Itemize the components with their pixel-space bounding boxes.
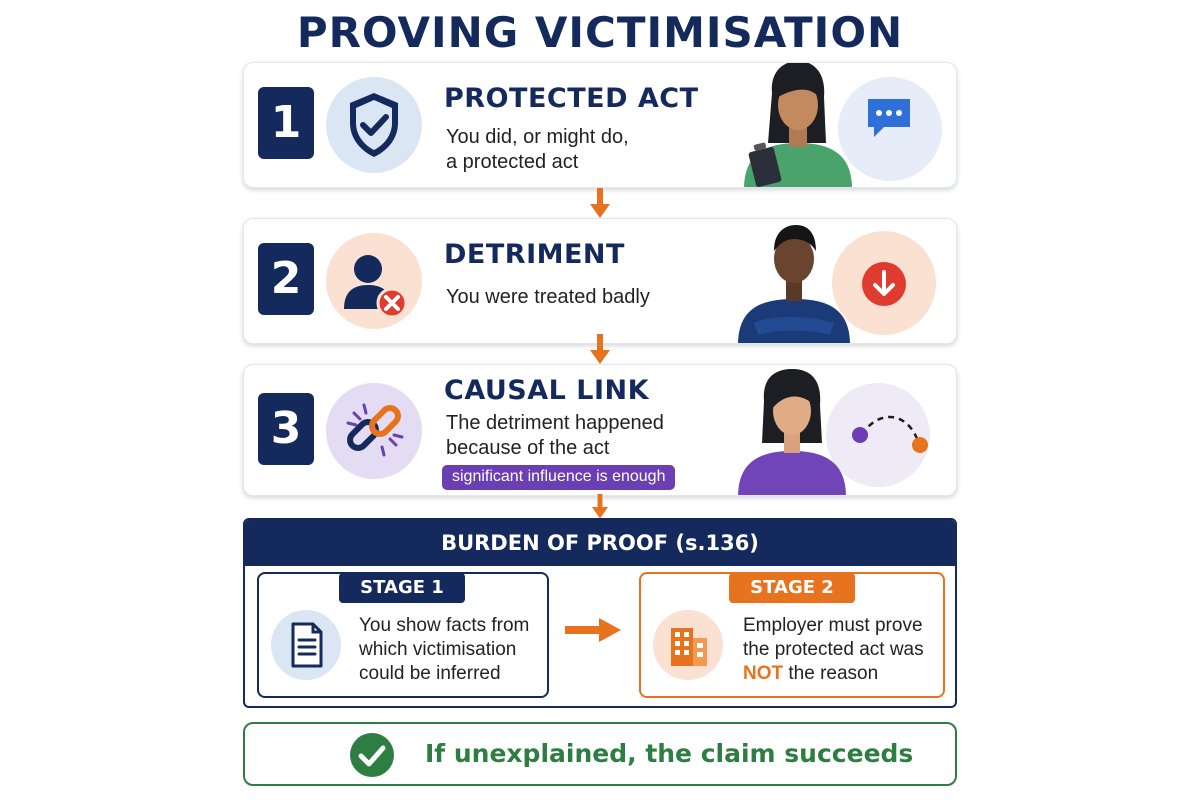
- step-causal-link: 3 CAUSAL LINK The detriment happened bec…: [243, 364, 957, 496]
- step-description: The detriment happened because of the ac…: [446, 412, 664, 459]
- page-title: PROVING VICTIMISATION: [296, 8, 904, 57]
- curve-dots-icon: [852, 415, 928, 453]
- not-emphasis: NOT: [743, 663, 784, 684]
- stage-1-label: STAGE 1: [339, 573, 465, 603]
- shield-check-icon: [326, 77, 422, 173]
- down-arrow-connector: [590, 334, 610, 364]
- burden-of-proof-panel: BURDEN OF PROOF (s.136) STAGE 1 You show…: [243, 518, 957, 708]
- stage-1-text: You show facts from which victimisation …: [359, 615, 530, 684]
- stage-2-text: Employer must prove the protected act wa…: [743, 615, 924, 684]
- step-protected-act: 1 PROTECTED ACT You did, or might do, a …: [243, 62, 957, 188]
- step-detriment: 2 DETRIMENT You were treated badly: [243, 218, 957, 344]
- man-arms-crossed-illustration: [738, 225, 850, 343]
- down-arrow-icon: [862, 262, 906, 306]
- person-x-icon: [326, 233, 422, 329]
- woman-illustration: [738, 369, 846, 495]
- outcome-text: If unexplained, the claim succeeds: [425, 739, 914, 768]
- step-description: You were treated badly: [446, 286, 650, 308]
- stage-2-label: STAGE 2: [729, 573, 855, 603]
- burden-heading: BURDEN OF PROOF (s.136): [245, 520, 955, 566]
- check-circle-icon: [350, 733, 394, 777]
- down-arrow-connector: [590, 188, 610, 218]
- step-title: CAUSAL LINK: [444, 375, 650, 406]
- influence-tag: significant influence is enough: [442, 465, 676, 490]
- step-number: 2: [258, 243, 314, 315]
- stage-1-card: STAGE 1 You show facts from which victim…: [257, 572, 549, 698]
- step-title: PROTECTED ACT: [444, 83, 699, 114]
- step-number: 1: [258, 87, 314, 159]
- down-arrow-connector: [591, 494, 609, 519]
- building-icon: [653, 610, 723, 680]
- right-arrow-connector: [565, 618, 621, 642]
- broken-link-icon: [326, 383, 422, 479]
- stage-2-card: STAGE 2 Employer must prove the protecte…: [639, 572, 945, 698]
- woman-clipboard-illustration: [744, 63, 852, 187]
- speech-bubble-icon: [868, 99, 910, 137]
- step-number: 3: [258, 393, 314, 465]
- document-icon: [271, 610, 341, 680]
- step-title: DETRIMENT: [444, 239, 625, 270]
- step-description: You did, or might do, a protected act: [446, 126, 629, 173]
- outcome-banner: If unexplained, the claim succeeds: [243, 722, 957, 786]
